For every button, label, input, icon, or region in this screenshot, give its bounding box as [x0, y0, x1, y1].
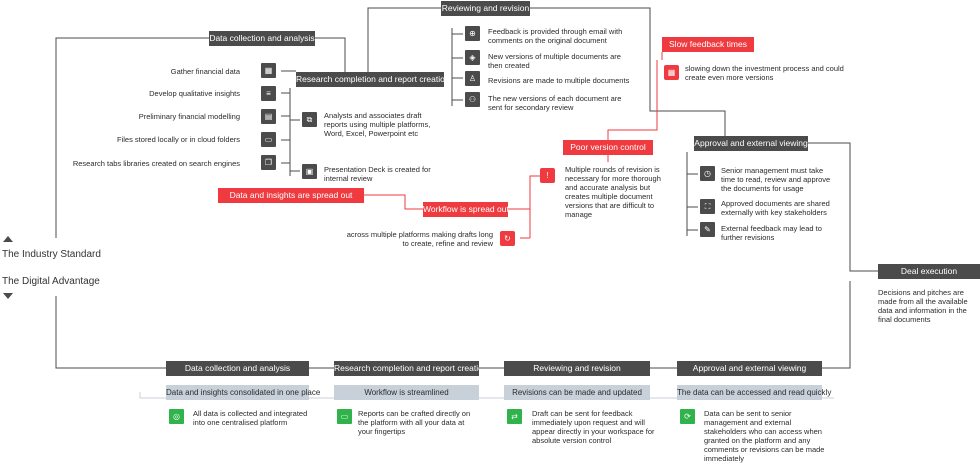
deal-execution-text: Decisions and pitches are made from all …	[878, 288, 968, 324]
approval-item-1: Senior management must take time to read…	[721, 166, 831, 193]
clock-icon: ◷	[700, 166, 715, 181]
user-edit-icon: ♙	[465, 71, 480, 86]
bottom-sub-1: Data and insights consolidated in one pl…	[166, 385, 320, 400]
model-icon: ▤	[261, 109, 276, 124]
pain-workflow-text: across multiple platforms making drafts …	[346, 230, 493, 248]
bottom-text-2: Reports can be crafted directly on the p…	[358, 409, 471, 436]
access-icon: ⟳	[680, 409, 695, 424]
research-item-2: Presentation Deck is created for interna…	[324, 165, 431, 183]
dc-item-5: Research tabs libraries created on searc…	[72, 159, 240, 168]
target-icon: ◎	[169, 409, 184, 424]
calculator-icon: ▦	[261, 63, 276, 78]
review-item-2: New versions of multiple documents are t…	[488, 52, 621, 70]
calendar-icon: ▦	[664, 65, 679, 80]
approval-item-3: External feedback may lead to further re…	[721, 224, 822, 242]
pain-slow-text: slowing down the investment process and …	[685, 64, 844, 82]
swap-icon: ⇄	[507, 409, 522, 424]
pain-version-text: Multiple rounds of revision is necessary…	[565, 165, 661, 219]
bottom-sub-4: The data can be accessed and read quickl…	[677, 385, 831, 400]
approval-item-2: Approved documents are shared externally…	[721, 199, 830, 217]
dc-item-1: Gather financial data	[170, 67, 240, 76]
bottom-header-1: Data collection and analysis	[166, 361, 309, 376]
bottom-header-4: Approval and external viewing	[677, 361, 822, 376]
dc-item-2: Develop qualitative insights	[149, 89, 240, 98]
edit-icon: ✎	[700, 222, 715, 237]
dc-item-3: Preliminary financial modelling	[138, 112, 240, 121]
industry-standard-label: The Industry Standard	[2, 249, 101, 260]
pain-workflow-label: Workflow is spread out	[423, 202, 509, 217]
bottom-sub-2: Workflow is streamlined	[334, 385, 479, 400]
presentation-icon: ▣	[302, 164, 317, 179]
bottom-header-2: Research completion and report creation	[334, 361, 488, 376]
review-item-3: Revisions are made to multiple documents	[488, 76, 630, 85]
users-icon: ⚇	[465, 92, 480, 107]
library-icon: ❐	[261, 155, 276, 170]
review-item-1: Feedback is provided through email with …	[488, 27, 623, 45]
bottom-header-3: Reviewing and revision	[504, 361, 650, 376]
deal-execution-header: Deal execution	[878, 264, 980, 279]
top-approval-header: Approval and external viewing	[694, 136, 808, 151]
research-item-1: Analysts and associates draft reports us…	[324, 111, 431, 138]
digital-advantage-label: The Digital Advantage	[2, 276, 100, 287]
folder-icon: ▭	[261, 132, 276, 147]
share-icon: ⛶	[700, 199, 715, 214]
bottom-text-4: Data can be sent to senior management an…	[704, 409, 825, 463]
bottom-text-3: Draft can be sent for feedback immediate…	[532, 409, 655, 445]
refresh-icon: ↻	[500, 231, 515, 246]
triangle-down-icon	[3, 293, 13, 299]
layers-icon: ◈	[465, 50, 480, 65]
feedback-icon: ⊕	[465, 26, 480, 41]
report-icon: ▭	[337, 409, 352, 424]
pain-version-label: Poor version control	[563, 140, 653, 155]
top-reviewing-header: Reviewing and revision	[441, 1, 530, 16]
alert-icon: !	[540, 168, 555, 183]
bottom-text-1: All data is collected and integrated int…	[193, 409, 308, 427]
dc-item-4: Files stored locally or in cloud folders	[117, 135, 240, 144]
top-research-header: Research completion and report creation	[296, 72, 450, 87]
copy-icon: ⧉	[302, 112, 317, 127]
notes-icon: ≡	[261, 86, 276, 101]
top-data-collection-header: Data collection and analysis	[209, 31, 315, 46]
bottom-sub-3: Revisions can be made and updated	[504, 385, 650, 400]
review-item-4: The new versions of each document are se…	[488, 94, 622, 112]
pain-slow-label: Slow feedback times	[662, 37, 754, 52]
pain-spread-label: Data and insights are spread out	[218, 188, 364, 203]
triangle-up-icon	[3, 236, 13, 242]
